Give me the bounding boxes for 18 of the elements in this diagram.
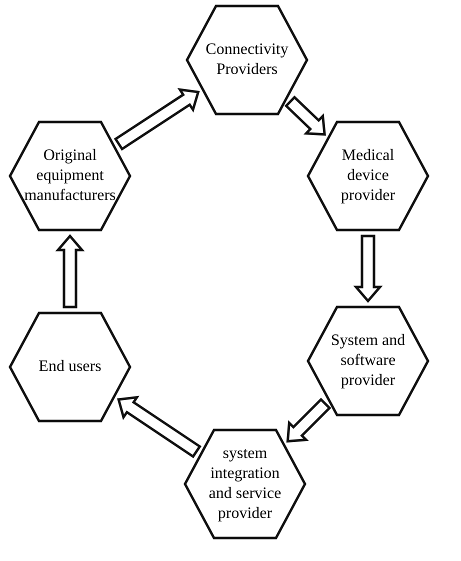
node-label: system integration and service provider [208, 444, 282, 524]
node-label: Original equipment manufacturers [23, 146, 117, 206]
block-arrow [114, 88, 200, 151]
node-label: System and software provider [330, 331, 406, 391]
block-arrow [286, 398, 332, 443]
hexagon-node [183, 428, 307, 540]
hexagon-node [306, 305, 430, 417]
node-label: End users [38, 357, 102, 377]
node-label: Medical device provider [340, 146, 396, 206]
block-arrow [117, 396, 202, 458]
hexagon-node [306, 120, 430, 232]
block-arrow [353, 234, 383, 303]
hexagon-node [185, 4, 309, 116]
block-arrow [284, 96, 326, 136]
hexagon-node [8, 120, 132, 232]
hexagon-node [8, 311, 132, 423]
node-label: Connectivity Providers [204, 40, 290, 80]
block-arrow [55, 234, 85, 308]
